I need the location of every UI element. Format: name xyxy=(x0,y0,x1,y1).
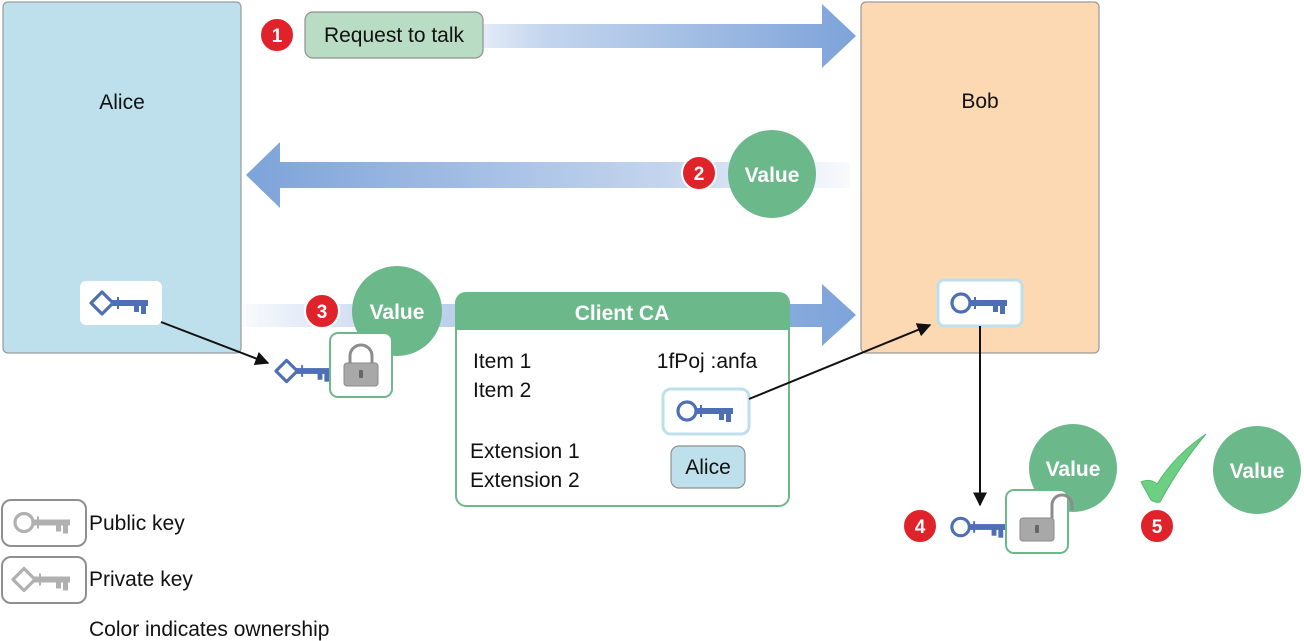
svg-text:4: 4 xyxy=(915,517,926,538)
private-key-icon xyxy=(274,358,333,384)
cert-extension-2: Extension 2 xyxy=(470,469,580,492)
public-key-icon xyxy=(950,516,1007,540)
legend: Public key Private key Color indicates o… xyxy=(1,499,329,641)
cert-extension-1: Extension 1 xyxy=(470,440,580,463)
legend-private-key: Private key xyxy=(1,556,193,604)
step-2-badge: 2 xyxy=(681,155,717,191)
arrow-request-to-bob xyxy=(440,4,856,68)
step-3-badge: 3 xyxy=(304,293,340,329)
svg-text:Private key: Private key xyxy=(89,568,193,591)
svg-text:1: 1 xyxy=(272,26,283,47)
lock-open-icon xyxy=(1019,493,1074,542)
alice-private-key xyxy=(80,281,162,325)
cert-owner-badge: Alice xyxy=(670,445,746,489)
svg-text:5: 5 xyxy=(1152,517,1163,538)
request-to-talk-label: Request to talk xyxy=(304,11,484,59)
locked-box xyxy=(329,332,393,398)
client-ca-certificate: Client CA Item 1 Item 2 1fPoj :anfa Exte… xyxy=(455,292,790,507)
cert-item-1: Item 1 xyxy=(473,350,531,373)
legend-public-key: Public key xyxy=(1,499,185,547)
step-5-badge: 5 xyxy=(1139,508,1175,544)
unlocked-box xyxy=(1005,489,1074,554)
svg-text:Value: Value xyxy=(370,301,425,324)
cert-signature: 1fPoj :anfa xyxy=(657,350,758,373)
sign-arrow xyxy=(160,321,270,366)
extract-key-arrow xyxy=(748,323,932,400)
svg-text:Request to talk: Request to talk xyxy=(324,24,465,47)
svg-text:Public key: Public key xyxy=(89,512,185,535)
bob-title: Bob xyxy=(961,90,998,113)
cert-item-2: Item 2 xyxy=(473,379,531,402)
svg-text:2: 2 xyxy=(694,164,705,185)
value-message-2: Value xyxy=(728,130,816,218)
cert-public-key xyxy=(661,387,751,436)
arrow-value-to-alice xyxy=(246,142,850,208)
alice-title: Alice xyxy=(99,91,145,114)
signature-private-key xyxy=(274,358,333,384)
bob-public-key xyxy=(936,278,1024,328)
svg-text:3: 3 xyxy=(317,302,328,323)
svg-text:Alice: Alice xyxy=(685,456,731,479)
svg-text:Value: Value xyxy=(1230,460,1285,483)
value-message-5: Value xyxy=(1213,426,1301,514)
legend-note: Color indicates ownership xyxy=(89,618,329,641)
step-1-badge: 1 xyxy=(259,17,295,53)
lock-closed-icon xyxy=(343,343,379,387)
svg-text:Value: Value xyxy=(1046,458,1101,481)
certificate-title: Client CA xyxy=(575,302,670,325)
svg-text:Value: Value xyxy=(745,164,800,187)
checkmark-icon xyxy=(1140,433,1207,503)
alice-box: Alice xyxy=(2,1,242,354)
step-4-badge: 4 xyxy=(902,508,938,544)
verify-public-key xyxy=(950,516,1007,540)
bob-box: Bob xyxy=(860,1,1100,354)
